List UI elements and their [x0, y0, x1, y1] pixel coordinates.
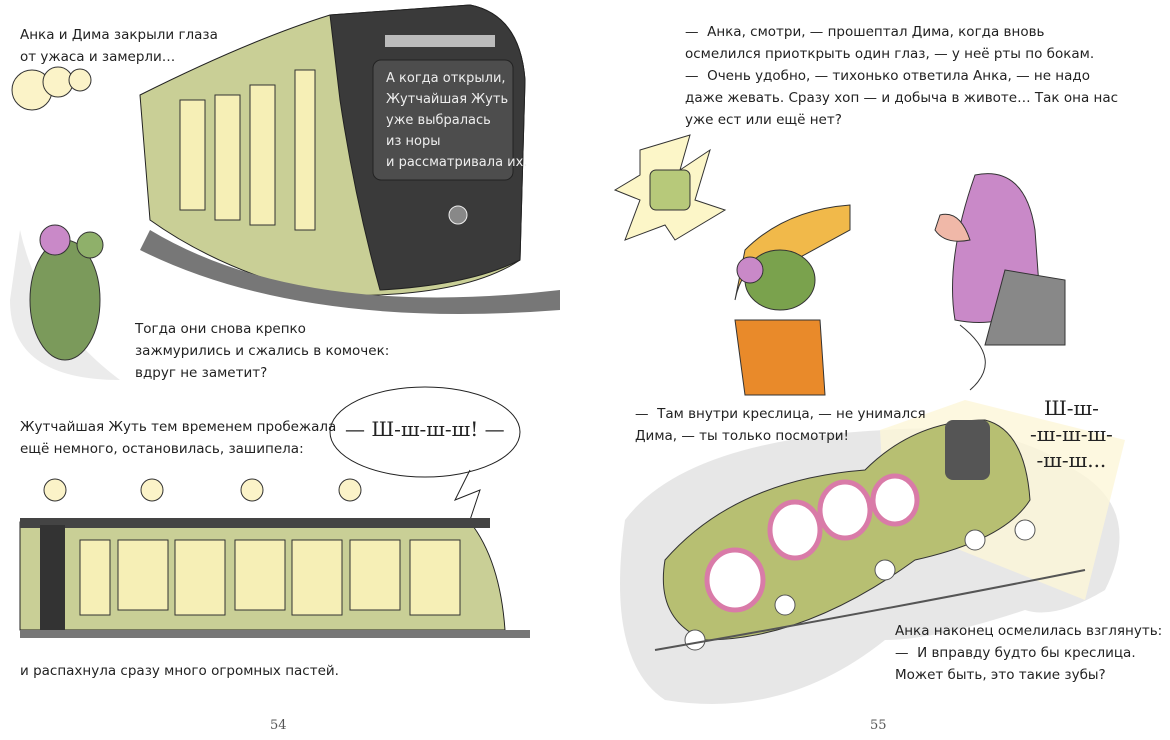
speech-bubble [329, 386, 521, 521]
train-front [139, 4, 560, 314]
paragraph: — Очень удобно, — тихонько ответила Анка… [685, 68, 1119, 128]
platform-lamps [43, 478, 362, 502]
page-number: 54 [270, 718, 287, 733]
subway-illustration [10, 4, 560, 638]
paragraph: Анка наконец осмелилась взглянуть: [895, 623, 1163, 639]
train-side [19, 518, 530, 638]
sign-text: А когда открыли, Жутчайшая Жуть уже выбр… [386, 71, 528, 170]
dima-character [734, 204, 851, 396]
paragraph: — Там внутри креслица, — не унимался Дим… [635, 406, 926, 444]
seat-icon [613, 134, 727, 241]
page-number: 55 [870, 718, 887, 733]
paragraph: — И вправду будто бы креслица. Может быт… [895, 645, 1136, 683]
hiss-bubble-text: — Ш-ш-ш-ш! — [345, 417, 505, 441]
intro-text: Анка и Дима закрыли глаза от ужаса и зам… [20, 27, 218, 65]
paragraph: Жутчайшая Жуть тем временем пробежала ещ… [20, 419, 337, 457]
anka-character [934, 173, 1066, 346]
paragraph: и распахнула сразу много огромных пастей… [20, 663, 339, 679]
left-page: Анка и Дима закрыли глаза от ужаса и зам… [10, 4, 560, 733]
paragraph: Тогда они снова крепко зажмурились и сжа… [135, 321, 390, 381]
right-page: — Анка, смотри, — прошептал Дима, когда … [585, 0, 1170, 740]
children-hugging [29, 224, 104, 361]
paragraph: — Анка, смотри, — прошептал Дима, когда … [685, 24, 1095, 62]
lamp-icon [11, 66, 92, 111]
creature-train [654, 419, 1086, 651]
hiss-text: Ш-ш- -ш-ш-ш- -ш-ш... [1030, 396, 1113, 472]
creature-illustration [613, 134, 1125, 704]
